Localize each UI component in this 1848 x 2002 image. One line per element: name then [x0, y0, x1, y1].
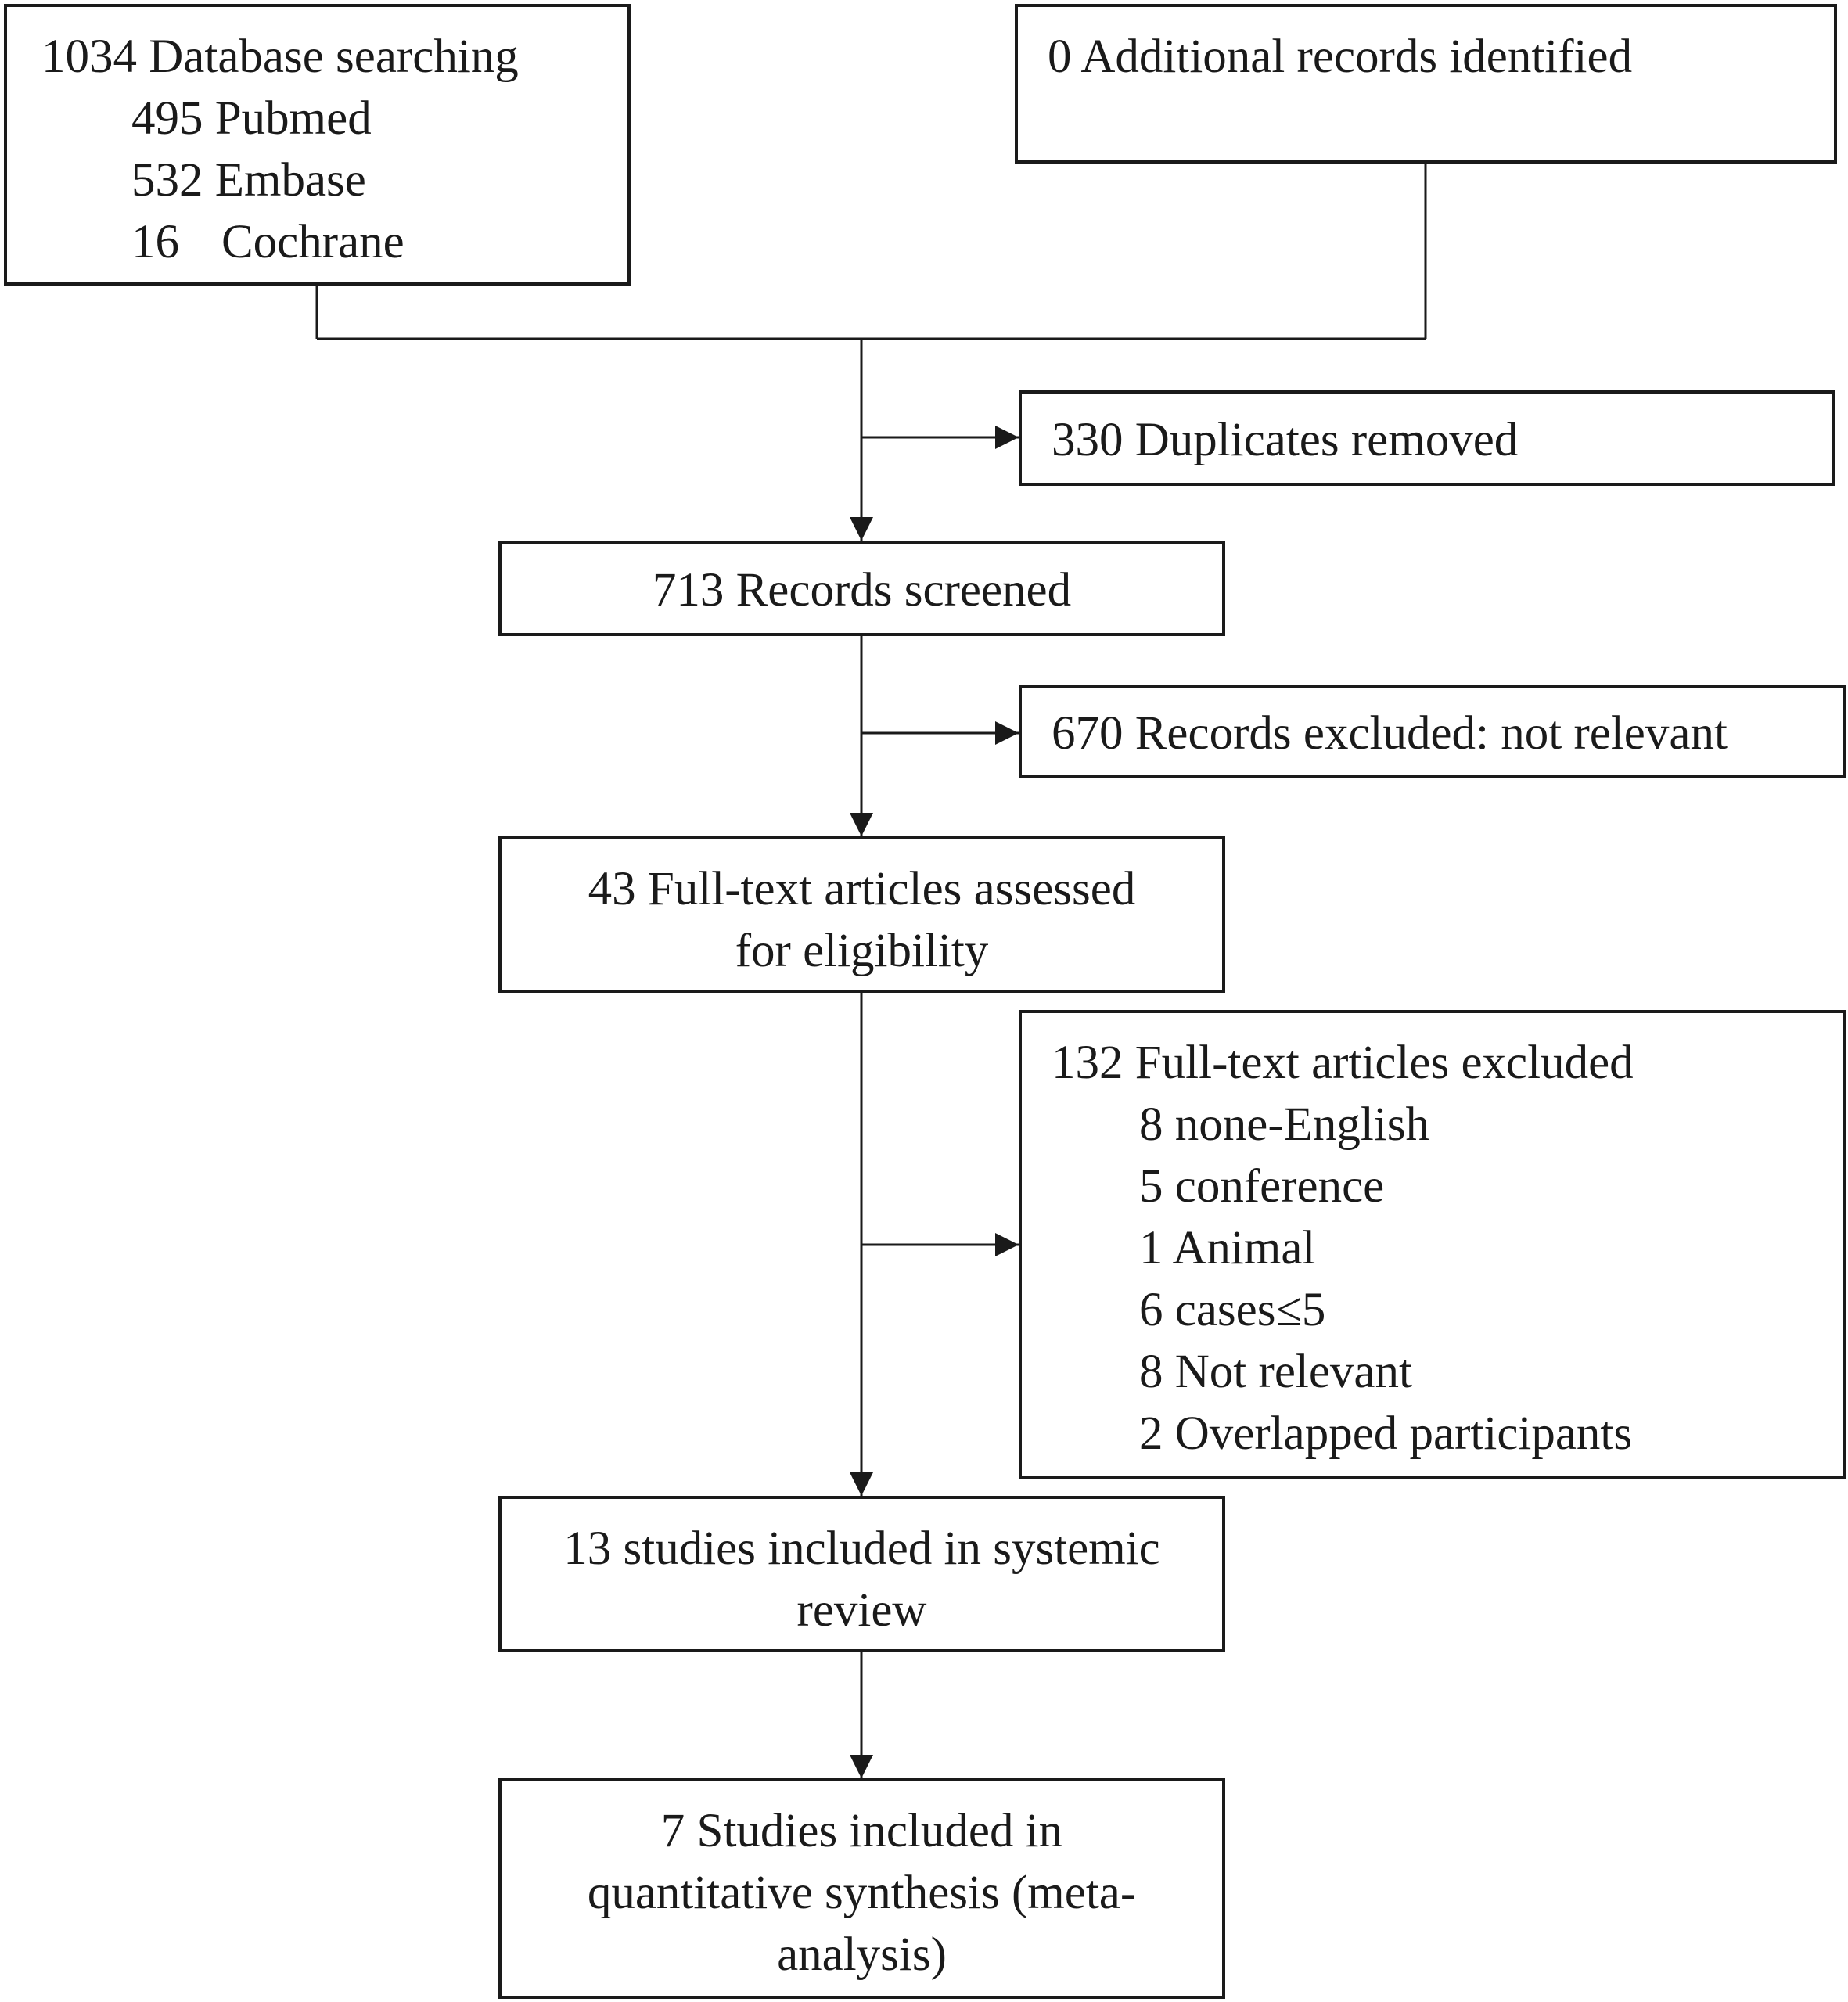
- records-screened-text: 713 Records screened: [652, 564, 1072, 616]
- meta-analysis-line-3: analysis): [777, 1928, 947, 1981]
- database-searching-box: 1034 Database searching 495 Pubmed 532 E…: [4, 4, 631, 286]
- exclusion-reason: 5 conference: [1139, 1160, 1385, 1213]
- arrow-to-screened: [850, 517, 873, 541]
- arrow-to-meta: [850, 1755, 873, 1778]
- exclusion-reason: 8 none-English: [1139, 1098, 1430, 1151]
- meta-analysis-box: 7 Studies included in quantitative synth…: [498, 1778, 1225, 1999]
- meta-analysis-line-2: quantitative synthesis (meta-: [587, 1867, 1137, 1919]
- records-excluded-text: 670 Records excluded: not relevant: [1052, 707, 1728, 760]
- records-excluded-box: 670 Records excluded: not relevant: [1019, 685, 1846, 778]
- arrow-to-fulltext: [850, 813, 873, 836]
- records-screened-box: 713 Records screened: [498, 541, 1225, 636]
- source-pubmed-name: Pubmed: [214, 92, 372, 145]
- arrow-to-excluded: [995, 721, 1019, 745]
- fulltext-assessed-line-1: 43 Full-text articles assessed: [588, 863, 1136, 915]
- additional-records-box: 0 Additional records identified: [1015, 4, 1837, 164]
- systemic-review-line-2: review: [796, 1584, 927, 1637]
- meta-analysis-line-1: 7 Studies included in: [660, 1805, 1063, 1857]
- exclusion-reason: 2 Overlapped participants: [1139, 1407, 1633, 1460]
- arrow-to-fulltext-excluded: [995, 1233, 1019, 1256]
- source-embase: 532 Embase: [41, 149, 627, 211]
- source-pubmed-count: 495: [131, 92, 203, 145]
- arrow-to-duplicates: [995, 426, 1019, 449]
- duplicates-removed-box: 330 Duplicates removed: [1019, 390, 1835, 486]
- systemic-review-line-1: 13 studies included in systemic: [563, 1522, 1160, 1575]
- exclusion-reason: 1 Animal: [1139, 1222, 1316, 1274]
- additional-records-text: 0 Additional records identified: [1048, 31, 1633, 83]
- fulltext-excluded-box: 132 Full-text articles excluded 8 none-E…: [1019, 1010, 1846, 1479]
- systemic-review-box: 13 studies included in systemic review: [498, 1496, 1225, 1652]
- source-cochrane-count: 16: [131, 216, 179, 268]
- source-cochrane-name: Cochrane: [221, 216, 404, 268]
- exclusion-reason: 6 cases≤5: [1139, 1284, 1326, 1336]
- source-cochrane: 16 Cochrane: [41, 211, 627, 273]
- source-embase-name: Embase: [214, 154, 366, 207]
- fulltext-assessed-line-2: for eligibility: [735, 925, 989, 977]
- source-embase-count: 532: [131, 154, 203, 207]
- duplicates-removed-text: 330 Duplicates removed: [1052, 414, 1519, 466]
- arrow-to-systemic: [850, 1472, 873, 1496]
- source-pubmed: 495 Pubmed: [41, 88, 627, 149]
- exclusion-reason: 8 Not relevant: [1139, 1346, 1412, 1398]
- fulltext-excluded-title: 132 Full-text articles excluded: [1052, 1037, 1634, 1089]
- fulltext-assessed-box: 43 Full-text articles assessed for eligi…: [498, 836, 1225, 993]
- database-searching-title: 1034 Database searching: [41, 31, 519, 83]
